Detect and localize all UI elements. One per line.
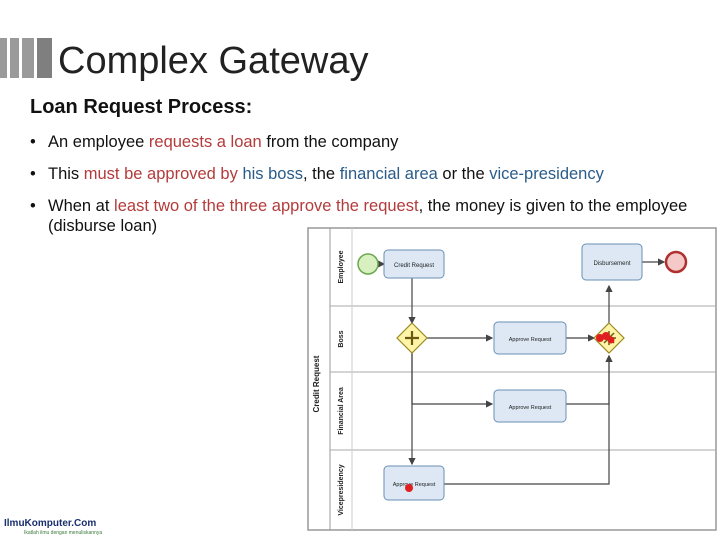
task-label: Approve Request: [509, 337, 552, 343]
bullet-text-segment: his boss: [242, 165, 303, 183]
task-label: Disbursement: [593, 261, 630, 267]
footer-logo-tagline: Ikatlah ilmu dengan menuliskannya: [24, 530, 103, 536]
parallel-gateway-split: [396, 322, 428, 354]
red-marker-dots: [405, 332, 615, 492]
bullet-text-segment: This: [48, 165, 84, 183]
pool-frame: [307, 227, 717, 531]
lane-label-boss: Boss: [338, 330, 345, 347]
task-label: Credit Request: [394, 263, 434, 269]
lane-label-employee: Employee: [338, 250, 345, 283]
task-approve-financial: Approve Request: [493, 389, 567, 423]
bullet-text-segment: financial area: [339, 165, 438, 183]
bullet-list: An employee requests a loan from the com…: [28, 132, 708, 248]
end-event: [664, 250, 688, 274]
bpmn-diagram: Credit Request Employee Boss Financial A…: [307, 227, 717, 531]
bullet-text-segment: least two of the three approve the reque…: [114, 197, 419, 215]
task-disbursement: Disbursement: [581, 243, 643, 281]
pool-label: Credit Request: [312, 355, 321, 412]
bullet-text-segment: or the: [437, 165, 490, 183]
task-label: Approve Request: [509, 405, 552, 411]
slide-subtitle: Loan Request Process:: [30, 96, 253, 118]
bullet-text-segment: , the money is given to the employee (di…: [48, 197, 688, 235]
slide-title: Complex Gateway: [58, 40, 369, 82]
task-approve-vp: Approve Request: [383, 465, 445, 501]
sequence-flows: [378, 258, 666, 485]
bullet-text-segment: , the: [302, 165, 340, 183]
start-event: [357, 253, 379, 275]
bullet-text-segment: requests a loan: [148, 133, 262, 151]
task-label: Approve Request: [393, 482, 436, 488]
bullet-text-segment: vice-presidency: [489, 165, 604, 183]
task-credit-request: Credit Request: [383, 249, 445, 279]
task-approve-boss: Approve Request: [493, 321, 567, 355]
bullet-text-segment: from the company: [261, 133, 399, 151]
bullet-text-segment: must be approved by: [83, 165, 238, 183]
bullet-text-segment: An employee: [48, 133, 149, 151]
bullet-item: This must be approved by his boss, the f…: [28, 164, 708, 184]
bullet-text-segment: When at: [48, 197, 115, 215]
bullet-item: When at least two of the three approve t…: [28, 196, 708, 236]
lane-label-financial-area: Financial Area: [338, 387, 345, 435]
footer-logo: IlmuKomputer.Com: [4, 518, 97, 529]
lane-label-vicepresidency: Vicepresidency: [338, 464, 345, 515]
bullet-item: An employee requests a loan from the com…: [28, 132, 708, 152]
title-decoration: [0, 38, 52, 78]
